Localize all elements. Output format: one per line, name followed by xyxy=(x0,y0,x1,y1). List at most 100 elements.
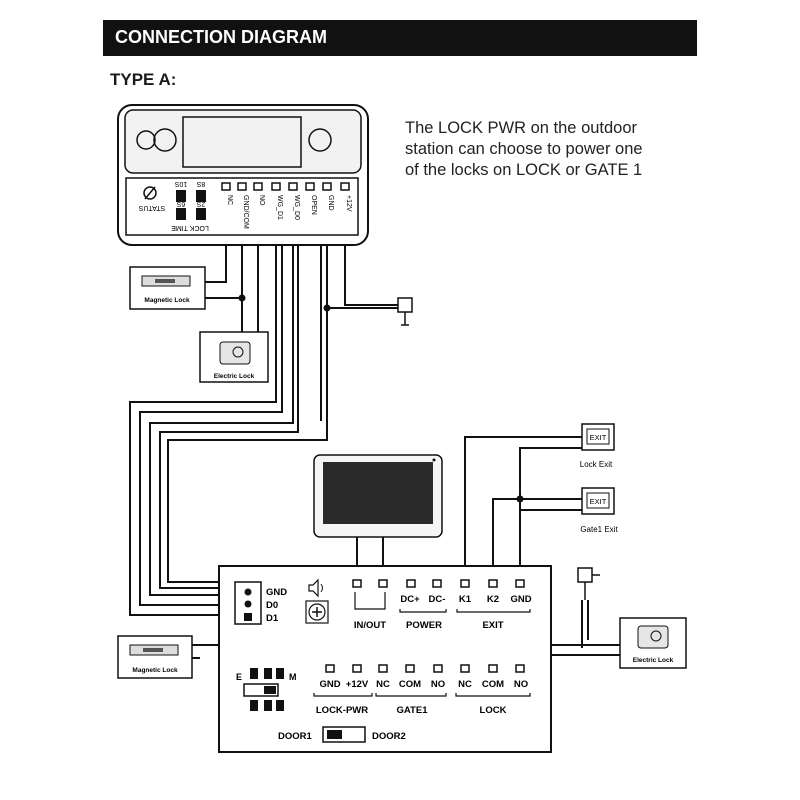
power-adapter-top xyxy=(397,297,413,326)
terminal-block xyxy=(125,177,359,236)
outdoor-terminals: NC GND/COM NO WG_D1 WG_D0 OPEN GND +12V xyxy=(221,182,352,229)
terminal-lock-com xyxy=(488,664,498,673)
lock-no-label: NO xyxy=(514,679,528,690)
speaker-icon xyxy=(153,128,177,152)
gate1-exit-button: EXIT Gate1 Exit xyxy=(580,487,618,534)
terminal-label: NO xyxy=(258,195,265,206)
gate1-label: GATE1 xyxy=(397,705,429,716)
terminal-lock-no xyxy=(515,664,525,673)
bus-label-d0: D0 xyxy=(266,600,278,611)
gate1-no-label: NO xyxy=(431,679,445,690)
terminal-label: GND/COM xyxy=(242,195,249,229)
lock-nc-label: NC xyxy=(458,679,472,690)
note-line: of the locks on LOCK or GATE 1 xyxy=(405,161,643,179)
terminal-label: NC xyxy=(226,195,233,205)
outdoor-station: 10S 8S 6S 2S STATUS LOCK TIME NC GND/COM… xyxy=(117,104,369,246)
lockpwr-12v-label: +12V xyxy=(346,679,369,690)
lock-pwr-label: LOCK-PWR xyxy=(316,705,368,716)
magnetic-lock-lower: Magnetic Lock xyxy=(117,635,193,679)
terminal-k1 xyxy=(460,579,470,588)
electric-lock-right: Electric Lock xyxy=(619,617,687,669)
k1-label: K1 xyxy=(459,594,472,605)
plug-icon xyxy=(397,297,413,313)
wire-wg-d1-b xyxy=(139,230,283,606)
dc-plus-label: DC+ xyxy=(400,594,420,605)
magnetic-lock-label: Magnetic Lock xyxy=(132,667,178,674)
terminal-label: OPEN xyxy=(310,195,317,215)
terminal-label: GND xyxy=(327,195,334,211)
terminal-wg-d0 xyxy=(288,182,298,191)
em-jumper xyxy=(243,668,284,711)
door-selector-knob xyxy=(327,730,342,739)
terminal-label: WG_D1 xyxy=(276,195,283,220)
lock-time-label: LOCK TIME xyxy=(171,224,209,231)
terminal-gnd xyxy=(322,182,332,191)
call-button-icon xyxy=(308,128,332,152)
exit-label: EXIT xyxy=(482,620,503,631)
wire-wg-d1 xyxy=(129,230,277,616)
dip-switch-area: 10S 8S 6S 2S STATUS LOCK TIME xyxy=(138,180,208,231)
magnetic-lock-top: Magnetic Lock xyxy=(129,266,206,310)
exit-gnd-label: GND xyxy=(510,594,531,605)
outdoor-station-panel xyxy=(124,109,362,174)
status-led-icon xyxy=(143,186,157,200)
wire-wg-d0 xyxy=(149,230,294,596)
terminal-lockpwr-gnd xyxy=(325,664,335,673)
status-label: STATUS xyxy=(138,204,165,211)
wire-exit-gnd xyxy=(519,447,582,585)
monitor-screen xyxy=(323,462,433,524)
magnetic-lock-label: Magnetic Lock xyxy=(144,297,190,304)
k2-label: K2 xyxy=(487,594,499,605)
electric-lock-label: Electric Lock xyxy=(214,373,255,380)
gate1-com-label: COM xyxy=(399,679,421,690)
lock-exit-label: Lock Exit xyxy=(580,460,613,469)
plug-icon xyxy=(577,567,593,583)
terminal-dc-minus xyxy=(432,579,442,588)
volume-icon xyxy=(308,578,323,598)
dip-switch xyxy=(196,208,206,220)
wire-k1 xyxy=(464,436,582,585)
dip-switch xyxy=(176,208,186,220)
gate1-exit-label: Gate1 Exit xyxy=(580,525,618,534)
power-adapter-right xyxy=(577,567,600,600)
electric-lock-icon xyxy=(219,341,251,365)
wire-gnd xyxy=(167,230,328,583)
terminal-k2 xyxy=(488,579,498,588)
wiring xyxy=(129,230,620,668)
terminal-gate1-com xyxy=(405,664,415,673)
terminal-no xyxy=(253,182,263,191)
electric-lock-top: Electric Lock xyxy=(199,331,269,383)
exit-button-label: EXIT xyxy=(590,497,607,506)
switch-label-8s: 8S xyxy=(196,180,205,187)
display-window xyxy=(182,116,302,168)
terminal-lockpwr-12v xyxy=(352,664,362,673)
adjust-knob-icon xyxy=(305,600,329,624)
wire-nc-maglock xyxy=(205,230,227,283)
magnetic-lock-frame xyxy=(117,635,193,679)
dc-minus-label: DC- xyxy=(429,594,446,605)
in-out-label: IN/OUT xyxy=(354,620,386,631)
magnetic-lock-plate xyxy=(155,279,175,283)
type-label: TYPE A: xyxy=(110,70,177,89)
lockpwr-gnd-label: GND xyxy=(319,679,340,690)
gate1-nc-label: NC xyxy=(376,679,390,690)
switch-label-10s: 10S xyxy=(174,180,187,187)
lock-com-label: COM xyxy=(482,679,504,690)
switch-label-2s: 2S xyxy=(196,200,205,207)
terminal-out xyxy=(378,579,388,588)
page-title: CONNECTION DIAGRAM xyxy=(115,27,327,47)
jumper-e-label: E xyxy=(236,672,242,682)
wire-gnd-b xyxy=(320,230,322,421)
electric-lock-icon xyxy=(637,625,669,649)
terminal-nc xyxy=(221,182,231,191)
monitor-board: GND D0 D1 IN/OUT DC+ DC- POWER K1 K2 xyxy=(218,565,552,753)
wire-wg-d0-b xyxy=(159,230,299,589)
door2-label: DOOR2 xyxy=(372,731,406,742)
note-line: The LOCK PWR on the outdoor xyxy=(405,119,638,137)
bus-label-d1: D1 xyxy=(266,613,279,624)
magnetic-lock-plate xyxy=(143,648,163,652)
dip-switch xyxy=(176,190,186,202)
terminal-label: +12V xyxy=(345,195,352,212)
exit-button-label: EXIT xyxy=(590,433,607,442)
